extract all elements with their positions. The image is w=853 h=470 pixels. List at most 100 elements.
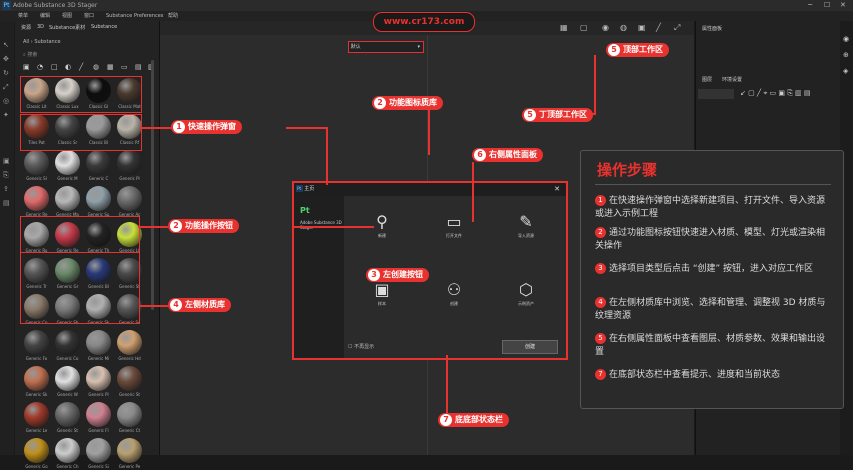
material-tile[interactable]: Classic Lit — [21, 77, 52, 110]
material-tile[interactable]: Generic Mi — [83, 329, 114, 362]
material-tile[interactable]: Generic C — [83, 149, 114, 182]
material-tile[interactable]: Generic Le — [21, 401, 52, 434]
filter-grid-icon[interactable]: ▦ — [107, 63, 114, 71]
material-tile[interactable]: Generic Bl — [83, 257, 114, 290]
export-icon[interactable]: ⎘ — [3, 171, 9, 179]
option-import[interactable]: ✎导入资源 — [506, 211, 546, 251]
material-tile[interactable]: Generic Lt — [114, 221, 145, 254]
material-tile[interactable]: Generic Sl — [21, 149, 52, 182]
material-tile[interactable]: Tiles Pat — [21, 113, 52, 146]
filter-brush-icon[interactable]: ╱ — [79, 63, 84, 71]
material-tile[interactable]: Generic Su — [83, 185, 114, 218]
material-tile[interactable]: Generic Ru — [21, 221, 52, 254]
material-tile[interactable]: Generic Si — [83, 437, 114, 470]
filter-half-icon[interactable]: ◐ — [65, 63, 72, 71]
material-tile[interactable]: Generic Co — [52, 329, 83, 362]
menu-item[interactable]: 窗口 — [84, 13, 95, 19]
material-tile[interactable]: Generic Pl — [114, 149, 145, 182]
menu-item[interactable]: Preferences — [134, 13, 164, 19]
layer-filter-select[interactable] — [698, 89, 734, 99]
material-tile[interactable]: Generic Pe — [114, 437, 145, 470]
material-tile[interactable]: Generic Re — [21, 185, 52, 218]
tab-layers[interactable]: 图层 — [702, 77, 713, 83]
material-tile[interactable]: Generic St — [52, 401, 83, 434]
menu-item[interactable]: 编辑 — [40, 13, 51, 19]
material-tile[interactable]: Classic Gl — [83, 77, 114, 110]
material-tile[interactable]: Generic Th — [83, 221, 114, 254]
rotate-tool-icon[interactable]: ↻ — [3, 69, 9, 77]
scale-tool-icon[interactable]: ⤢ — [3, 83, 9, 91]
material-tile[interactable]: Generic Co — [21, 293, 52, 326]
material-tile[interactable]: Generic Fl — [83, 401, 114, 434]
material-tile[interactable]: Generic St — [114, 365, 145, 398]
camera-select[interactable]: 默认 ▾ — [348, 41, 424, 53]
render-icon[interactable]: ▣ — [3, 157, 10, 165]
material-tile[interactable]: Generic Gr — [52, 257, 83, 290]
material-tile[interactable]: Classic Lux — [52, 77, 83, 110]
menu-item[interactable]: 帮助 — [168, 13, 179, 19]
library-tab[interactable]: Substance素材 — [49, 25, 86, 31]
library-scrollbar[interactable] — [151, 60, 154, 310]
material-tile[interactable]: Classic Rf — [114, 113, 145, 146]
filter-all-icon[interactable]: ▣ — [23, 63, 30, 71]
material-tile[interactable]: Generic Re — [52, 221, 83, 254]
add-icon[interactable]: ⊕ — [843, 51, 849, 59]
menu-item[interactable]: 菜单 — [18, 13, 29, 19]
material-tile[interactable]: Generic St — [114, 257, 145, 290]
dont-show-checkbox[interactable]: ☐ 不再显示 — [348, 344, 375, 350]
option-new[interactable]: ⚲新建 — [362, 211, 402, 251]
close-icon[interactable]: ✕ — [554, 185, 560, 193]
library-tab[interactable]: Substance — [91, 24, 118, 30]
material-tile[interactable]: Generic Ct — [114, 401, 145, 434]
filter-square-icon[interactable]: □ — [51, 63, 58, 71]
material-tile[interactable]: Generic Pl — [83, 365, 114, 398]
material-tile[interactable]: Generic Sk — [83, 293, 114, 326]
material-tile[interactable]: Generic Ac — [114, 185, 145, 218]
library-tab[interactable]: 资源 — [21, 25, 32, 31]
minimize-icon[interactable]: ─ — [808, 1, 813, 9]
breadcrumb[interactable]: All › Substance — [23, 39, 61, 45]
tab-environment[interactable]: 环境设置 — [722, 77, 743, 83]
create-button[interactable]: 创建 — [502, 340, 558, 354]
filter-image-icon[interactable]: ▭ — [121, 63, 128, 71]
search-input[interactable]: ⌕ 搜索 — [23, 52, 38, 58]
fullscreen-icon[interactable]: ⤢ — [674, 23, 681, 32]
material-tile[interactable]: Generic M — [52, 149, 83, 182]
option-open-file[interactable]: ▭打开文件 — [434, 211, 474, 251]
properties-icon[interactable]: ◉ — [843, 35, 850, 43]
filter-pattern-icon[interactable]: ◍ — [93, 63, 100, 71]
menu-item[interactable]: Substance — [106, 13, 133, 19]
material-tile[interactable]: Generic Tr — [21, 257, 52, 290]
select-tool-icon[interactable]: ↖ — [3, 41, 9, 49]
material-tile[interactable]: Classic Sr — [52, 113, 83, 146]
material-tile[interactable]: Generic Ch — [52, 437, 83, 470]
material-tile[interactable]: Generic Sh — [52, 293, 83, 326]
light-tool-icon[interactable]: ✦ — [3, 111, 9, 119]
material-tile[interactable]: Generic Fo — [21, 329, 52, 362]
filter-table-icon[interactable]: ▤ — [135, 63, 142, 71]
option-create[interactable]: ⚇创建 — [434, 279, 474, 319]
pen-icon[interactable]: ╱ — [656, 23, 661, 32]
material-tile[interactable]: Generic Hd — [114, 329, 145, 362]
option-sample-assets[interactable]: ⬡示例资产 — [506, 279, 546, 319]
share-icon[interactable]: ⇪ — [3, 185, 9, 193]
material-tile[interactable]: Classic Mat — [114, 77, 145, 110]
layers-icon[interactable]: ◈ — [843, 67, 849, 75]
menu-item[interactable]: 视图 — [62, 13, 73, 19]
move-tool-icon[interactable]: ✥ — [3, 55, 9, 63]
maximize-icon[interactable]: ☐ — [824, 1, 831, 9]
material-tile[interactable]: Generic Sk — [21, 365, 52, 398]
material-tile[interactable]: Generic W — [52, 365, 83, 398]
material-tile[interactable]: Generic Sc — [114, 293, 145, 326]
layer-tool-icons[interactable]: ↙ ▢ ╱ ⌖ ▭ ▣ ⎘ ▥ ▤ — [740, 89, 811, 97]
frame-icon[interactable]: ▢ — [580, 23, 588, 32]
option-sample[interactable]: ▣样本 — [362, 279, 402, 319]
material-tile[interactable]: Generic Ma — [52, 185, 83, 218]
file-icon[interactable]: ▤ — [3, 199, 10, 207]
close-icon[interactable]: ✕ — [840, 1, 846, 9]
material-tile[interactable]: Classic Bl — [83, 113, 114, 146]
camera-icon[interactable]: ◉ — [602, 23, 609, 32]
camera-tool-icon[interactable]: ◎ — [3, 97, 10, 105]
filter-substance-icon[interactable]: ◔ — [37, 63, 44, 71]
globe-icon[interactable]: ◍ — [620, 23, 627, 32]
